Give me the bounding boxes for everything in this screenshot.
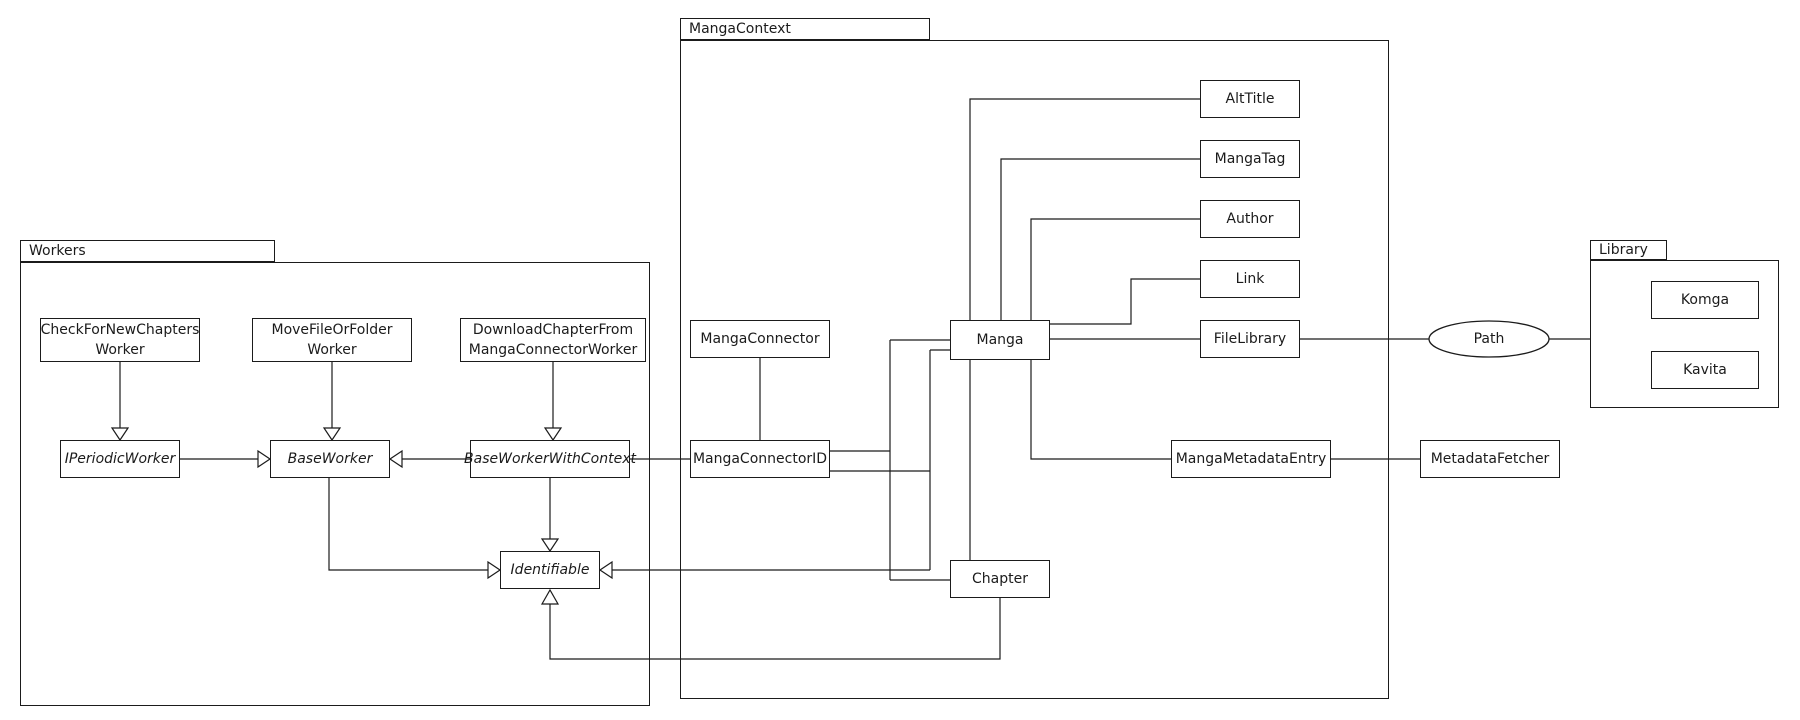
class-box-baseworker: BaseWorker	[270, 440, 390, 478]
edge-manga-metadataentry	[1030, 360, 1171, 460]
triangle-left-identifiable	[598, 560, 613, 580]
class-box-downloadchapterfrommangaconnectorworker: DownloadChapterFrom MangaConnectorWorker	[460, 318, 646, 362]
package-workers	[20, 262, 650, 706]
class-label: CheckForNewChapters	[40, 322, 200, 338]
class-label: MangaConnectorWorker	[468, 342, 638, 358]
class-label: MangaConnector	[700, 331, 820, 347]
class-label: Link	[1235, 271, 1265, 287]
package-mangacontext	[680, 40, 1389, 699]
package-tab-mangacontext: MangaContext	[680, 18, 930, 40]
class-label: BaseWorkerWithContext	[464, 451, 636, 467]
class-label: IPeriodicWorker	[64, 451, 176, 467]
class-box-mangaconnector: MangaConnector	[690, 320, 830, 358]
class-box-metadatafetcher: MetadataFetcher	[1420, 440, 1560, 478]
edge-id-manga-1	[830, 339, 950, 581]
class-box-filelibrary: FileLibrary	[1200, 320, 1300, 358]
class-label: Komga	[1680, 292, 1730, 308]
edge-chapter-identifiable	[549, 598, 1001, 660]
class-box-alttitle: AltTitle	[1200, 80, 1300, 118]
edge-id-manga-2	[830, 349, 950, 570]
class-box-baseworkerwithcontext: BaseWorkerWithContext	[464, 440, 636, 478]
class-box-identifiable: Identifiable	[500, 551, 600, 589]
class-label: Identifiable	[510, 562, 590, 578]
class-box-komga: Komga	[1651, 281, 1759, 319]
triangle-down-iperiodic	[110, 427, 130, 442]
package-label-workers: Workers	[29, 243, 86, 259]
triangle-down-baseworker	[322, 427, 342, 442]
class-box-mangatag: MangaTag	[1200, 140, 1300, 178]
class-label: Worker	[95, 342, 145, 358]
class-label: MangaMetadataEntry	[1175, 451, 1327, 467]
class-label: MangaConnectorID	[692, 451, 828, 467]
triangle-right-identifiable	[487, 560, 502, 580]
triangle-up-identifiable	[540, 588, 560, 605]
class-box-author: Author	[1200, 200, 1300, 238]
triangle-right-baseworker	[257, 449, 272, 469]
edge-baseworker-identifiable	[328, 478, 488, 571]
class-label: Worker	[307, 342, 357, 358]
edge-manga-author	[1030, 218, 1200, 320]
class-label: Kavita	[1683, 362, 1727, 378]
edge-manga-link	[1050, 278, 1200, 325]
path-ellipse	[1428, 320, 1550, 358]
package-tab-workers: Workers	[20, 240, 275, 262]
class-box-mangametadataentry: MangaMetadataEntry	[1171, 440, 1331, 478]
class-label: MetadataFetcher	[1430, 451, 1550, 467]
class-box-kavita: Kavita	[1651, 351, 1759, 389]
class-box-chapter: Chapter	[950, 560, 1050, 598]
class-box-mangaconnectorid: MangaConnectorID	[690, 440, 830, 478]
class-box-link: Link	[1200, 260, 1300, 298]
edge-manga-mangatag	[1000, 158, 1200, 320]
class-label: FileLibrary	[1213, 331, 1287, 347]
package-library	[1590, 260, 1779, 408]
class-box-iperiodicworker: IPeriodicWorker	[60, 440, 180, 478]
triangle-left-baseworker	[388, 449, 403, 469]
class-label: BaseWorker	[287, 451, 373, 467]
class-box-movefileorfolderworker: MoveFileOrFolder Worker	[252, 318, 412, 362]
package-label-library: Library	[1599, 242, 1648, 258]
package-tab-library: Library	[1590, 240, 1667, 260]
class-box-checkfornewchaptersworker: CheckForNewChapters Worker	[40, 318, 200, 362]
class-label: AltTitle	[1225, 91, 1275, 107]
class-label: MoveFileOrFolder	[271, 322, 393, 338]
class-box-manga: Manga	[950, 320, 1050, 360]
class-label: Author	[1226, 211, 1274, 227]
class-label: Chapter	[972, 571, 1028, 587]
usecase-label: Path	[1473, 331, 1505, 347]
class-label: DownloadChapterFrom	[472, 322, 634, 338]
class-label: Manga	[976, 332, 1024, 348]
usecase-path: Path	[1429, 321, 1549, 357]
triangle-down-identifiable	[540, 538, 560, 553]
class-label: MangaTag	[1214, 151, 1286, 167]
edge-manga-alttitle	[969, 98, 1200, 320]
triangle-down-bwwc	[543, 427, 563, 442]
package-label-mangacontext: MangaContext	[689, 21, 791, 37]
